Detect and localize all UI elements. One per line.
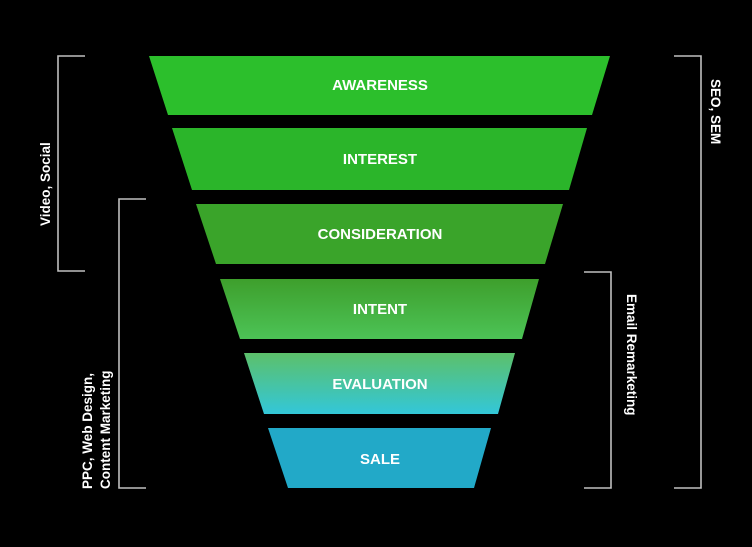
funnel-band	[268, 428, 491, 488]
bracket-label: Content Marketing	[98, 370, 113, 489]
bracket-label: Email Remarketing	[624, 294, 639, 416]
bracket-seo-sem: SEO, SEM	[674, 55, 723, 489]
funnel-stage-interest: INTEREST	[172, 128, 587, 190]
stage-label: SALE	[360, 451, 400, 468]
bracket-email-remarketing: Email Remarketing	[584, 271, 639, 489]
funnel-stage-awareness: AWARENESS	[149, 56, 610, 115]
funnel-band	[172, 128, 587, 190]
stage-label: INTEREST	[343, 151, 417, 168]
funnel-stage-sale: SALE	[268, 428, 491, 488]
stage-label: CONSIDERATION	[318, 226, 443, 243]
funnel-band	[244, 353, 515, 414]
bracket-line	[674, 55, 702, 489]
funnel-stage-evaluation: EVALUATION	[244, 353, 515, 414]
funnel-band	[220, 279, 539, 339]
bracket-ppc-web-content: PPC, Web Design, Content Marketing	[80, 198, 146, 489]
stage-label: INTENT	[353, 301, 407, 318]
stage-label: AWARENESS	[332, 77, 428, 94]
bracket-label: PPC, Web Design,	[80, 373, 95, 489]
bracket-line	[118, 198, 146, 489]
stage-label: EVALUATION	[332, 376, 427, 393]
funnel-stage-consideration: CONSIDERATION	[196, 204, 563, 264]
bracket-video-social: Video, Social	[38, 55, 85, 272]
funnel-band	[149, 56, 610, 115]
bracket-label: Video, Social	[38, 142, 53, 226]
bracket-label: SEO, SEM	[708, 79, 723, 144]
funnel-stage-intent: INTENT	[220, 279, 539, 339]
bracket-line	[57, 55, 85, 272]
bracket-line	[584, 271, 612, 489]
funnel-band	[196, 204, 563, 264]
